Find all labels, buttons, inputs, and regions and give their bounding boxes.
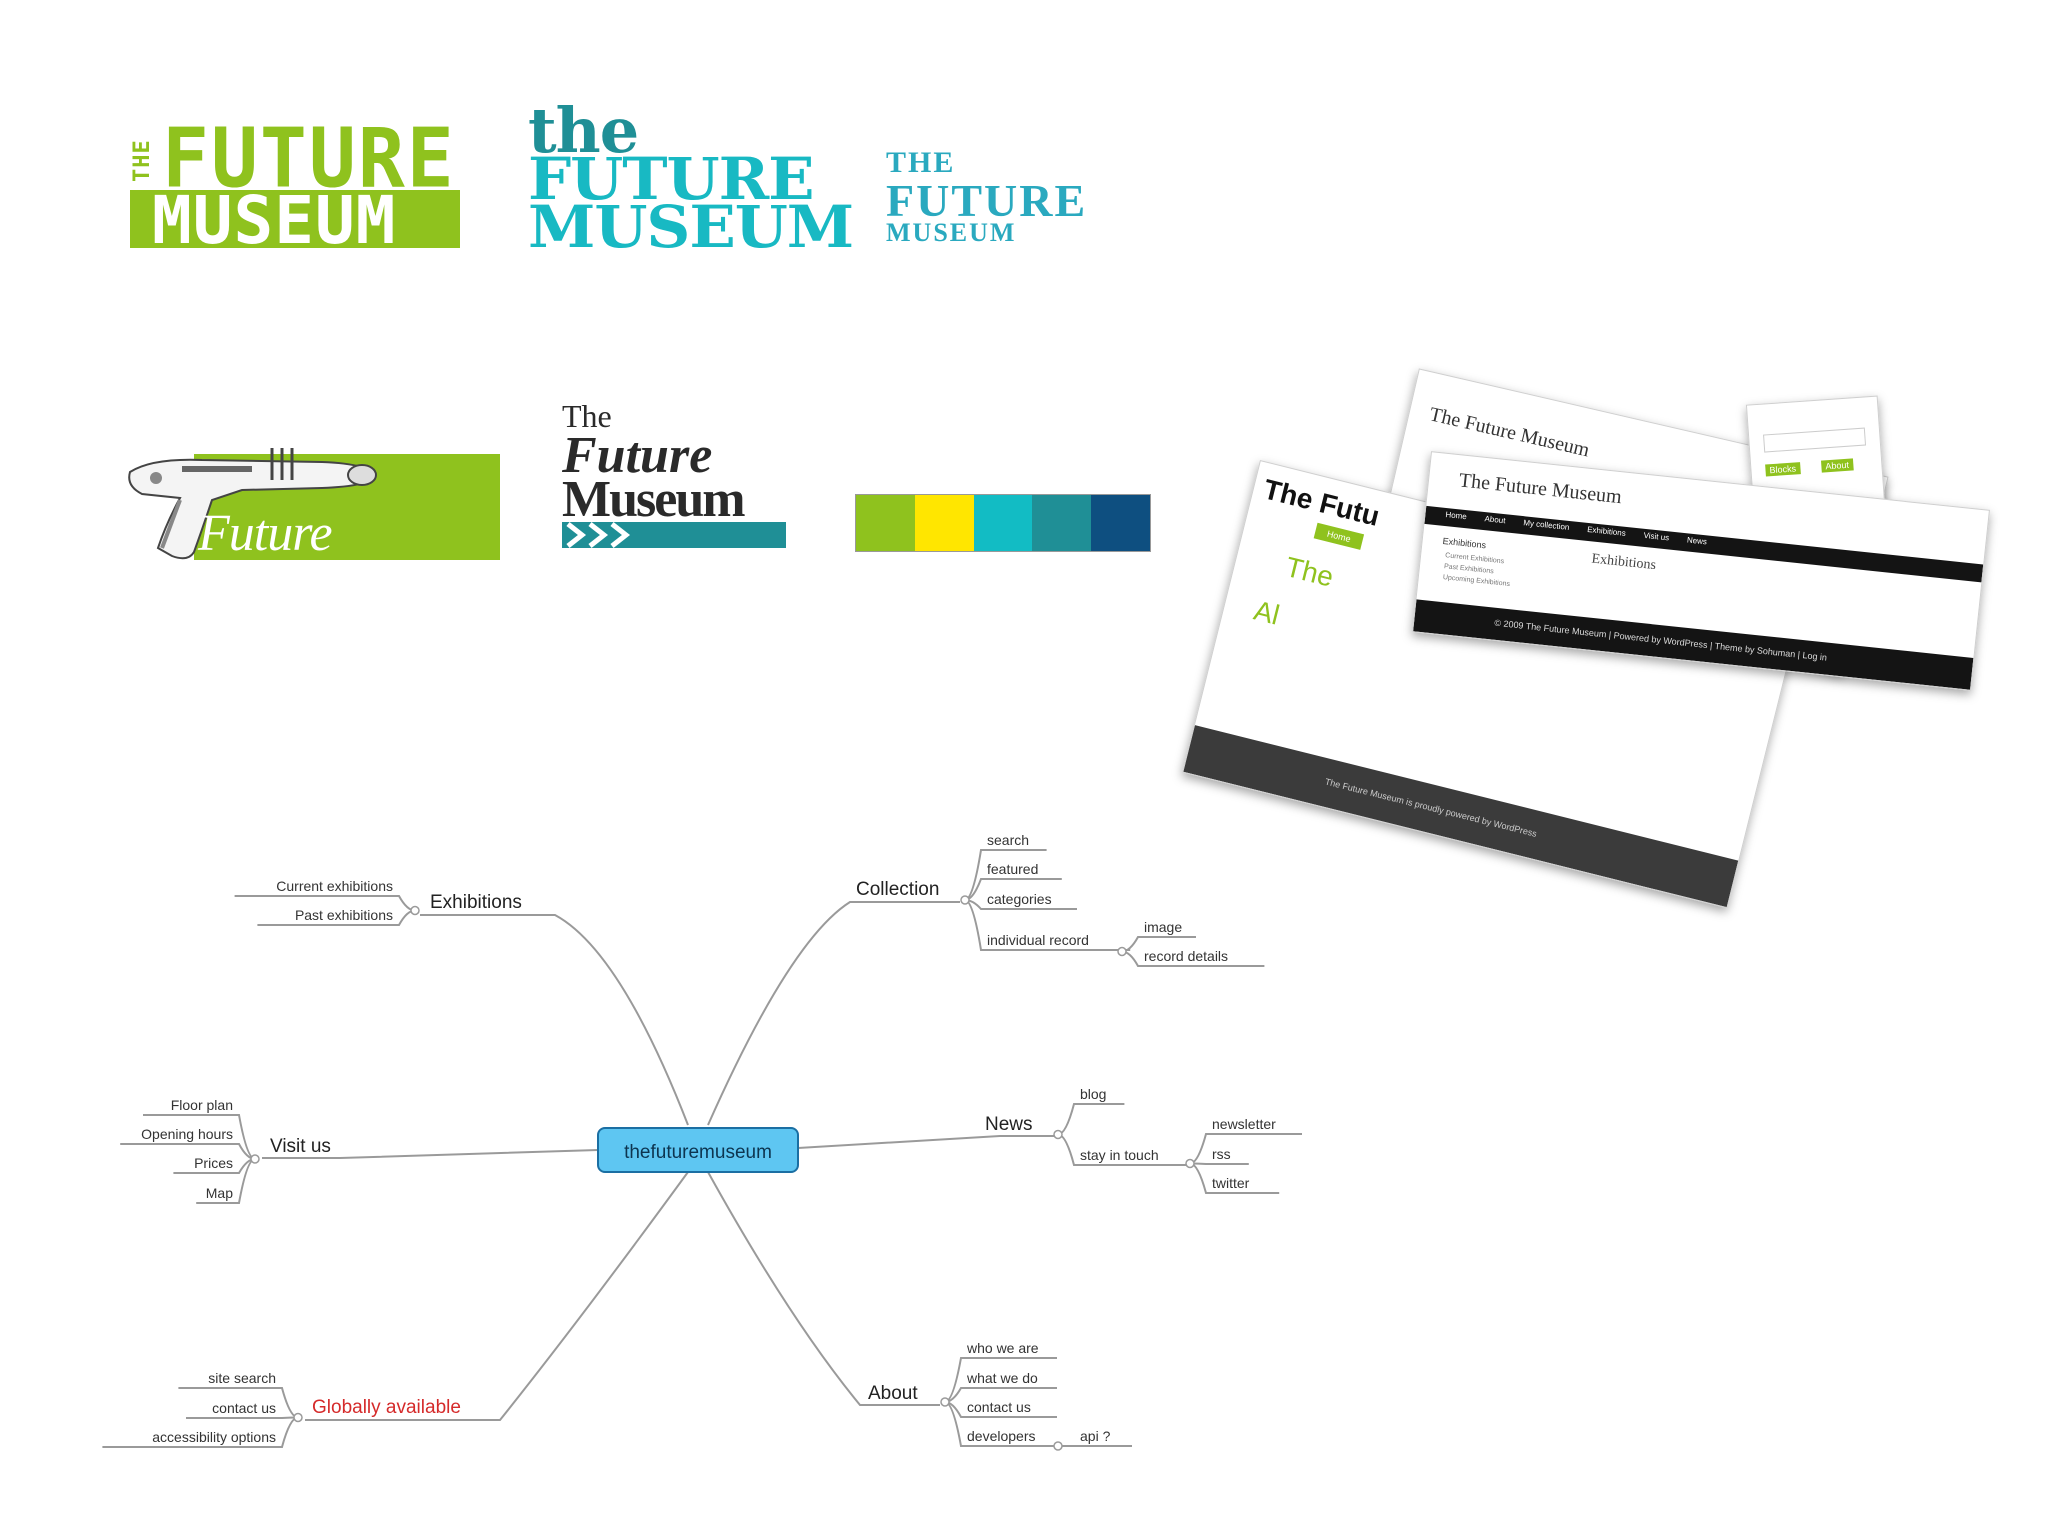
record-leaf-image[interactable]: image (1144, 919, 1182, 935)
logo3-the: THE (886, 146, 956, 179)
global-leaf-accessibility-options[interactable]: accessibility options (152, 1429, 276, 1445)
mindmap-junction-dot (250, 1154, 260, 1164)
record-leaf-record-details[interactable]: record details (1144, 948, 1228, 964)
mindmap-center-label: thefuturemuseum (624, 1142, 772, 1163)
exhibitions-leaf-current-exhibitions[interactable]: Current exhibitions (276, 878, 393, 894)
touch-leaf-twitter[interactable]: twitter (1212, 1175, 1250, 1191)
logo1-future: FUTURE (162, 111, 456, 207)
mindmap-junction-dot (293, 1412, 303, 1423)
mindmap-junction-dot (1053, 1129, 1063, 1140)
mindmap-branch-news (797, 1135, 1055, 1149)
news-leaf-line-blog (1057, 1103, 1125, 1136)
logo-editorial-future-museum: The Future Museum (560, 400, 800, 560)
collection-leaf-featured[interactable]: featured (987, 861, 1038, 877)
about-leaf-what-we-do[interactable]: what we do (966, 1370, 1038, 1386)
visit-leaf-line-opening-hours (120, 1143, 256, 1160)
logo5-future: Future (562, 427, 713, 484)
logo5-museum: Museum (562, 471, 746, 528)
logo1-museum: MUSEUM (152, 182, 397, 259)
collection-leaf-individual-record[interactable]: individual record (987, 932, 1089, 948)
palette-swatch-1 (856, 495, 915, 551)
exhibitions-leaf-past-exhibitions[interactable]: Past exhibitions (295, 907, 393, 923)
mindmap-branch-label-global[interactable]: Globally available (312, 1397, 461, 1418)
mindmap-branch-label-exhibitions[interactable]: Exhibitions (430, 892, 522, 913)
mindmap-junction-dot (410, 905, 420, 916)
logo-serif-future-museum: THE FUTURE MUSEUM (886, 148, 1186, 248)
mindmap-junction-dot (940, 1397, 950, 1407)
global-leaf-site-search[interactable]: site search (208, 1370, 276, 1386)
palette-swatch-5 (1091, 495, 1150, 551)
logo1-museum-bar (130, 190, 460, 248)
logo5-bar (562, 522, 786, 548)
mindmap-branch-label-news[interactable]: News (985, 1114, 1033, 1135)
chevrons-icon (566, 522, 631, 548)
mindmap-branch-exhibitions (420, 914, 689, 1126)
mindmap-branch-label-collection[interactable]: Collection (856, 879, 939, 900)
visit-leaf-map[interactable]: Map (206, 1185, 233, 1201)
mindmap-junction-dot (1117, 946, 1127, 957)
news-leaf-stay-in-touch[interactable]: stay in touch (1080, 1147, 1159, 1163)
logo-slab-future-museum: the FUTURE MUSEUM (528, 94, 854, 257)
news-leaf-blog[interactable]: blog (1080, 1086, 1106, 1102)
mindmap-branch-global (305, 1171, 689, 1421)
about-leaf-contact-us[interactable]: contact us (967, 1399, 1031, 1415)
mindmap-branch-about (707, 1171, 940, 1406)
logo-raygun-future-museum: Future Museum (122, 420, 502, 612)
logo4-text: Future Museum (198, 505, 369, 614)
touch-leaf-newsletter[interactable]: newsletter (1212, 1116, 1276, 1132)
visit-leaf-prices[interactable]: Prices (194, 1155, 233, 1171)
logo5-the: The (562, 398, 612, 434)
mindmap-center-node[interactable]: thefuturemuseum (597, 1127, 799, 1173)
mindmap-junction-dot (1185, 1158, 1195, 1169)
about-leaf-who-we-are[interactable]: who we are (966, 1340, 1039, 1356)
collection-leaf-search[interactable]: search (987, 832, 1029, 848)
global-leaf-contact-us[interactable]: contact us (212, 1400, 276, 1416)
visit-leaf-floor-plan[interactable]: Floor plan (171, 1097, 233, 1113)
logo2-museum: MUSEUM (528, 193, 854, 261)
mindmap-branch-label-about[interactable]: About (868, 1383, 918, 1404)
collection-leaf-categories[interactable]: categories (987, 891, 1052, 907)
ray-gun-icon (128, 448, 377, 560)
touch-leaf-line-rss (1189, 1162, 1249, 1165)
palette-swatch-2 (914, 495, 974, 551)
developers-leaf-api[interactable]: api ? (1080, 1428, 1111, 1444)
mindmap-branch-label-visit[interactable]: Visit us (270, 1136, 331, 1157)
palette-swatch-4 (1032, 495, 1092, 551)
visit-leaf-opening-hours[interactable]: Opening hours (141, 1126, 233, 1142)
mindmap-junction-dot (1053, 1441, 1063, 1451)
palette-swatch-3 (973, 495, 1033, 551)
mindmap-junction-dot (960, 895, 970, 905)
logo3-future: FUTURE (886, 175, 1088, 226)
about-leaf-developers[interactable]: developers (967, 1428, 1036, 1444)
mindmap-branch-visit (262, 1149, 599, 1159)
touch-leaf-line-newsletter (1189, 1133, 1302, 1165)
touch-leaf-rss[interactable]: rss (1212, 1146, 1231, 1162)
global-leaf-line-contact-us (186, 1416, 299, 1419)
logo2-future: FUTURE (528, 145, 815, 213)
logo-pixel-future-museum: THE FUTURE MUSEUM (130, 118, 470, 258)
logo2-the: the (528, 94, 639, 167)
mindmap-branch-collection (707, 901, 960, 1126)
logo3-museum: MUSEUM (886, 218, 1017, 247)
color-palette (855, 494, 1151, 552)
